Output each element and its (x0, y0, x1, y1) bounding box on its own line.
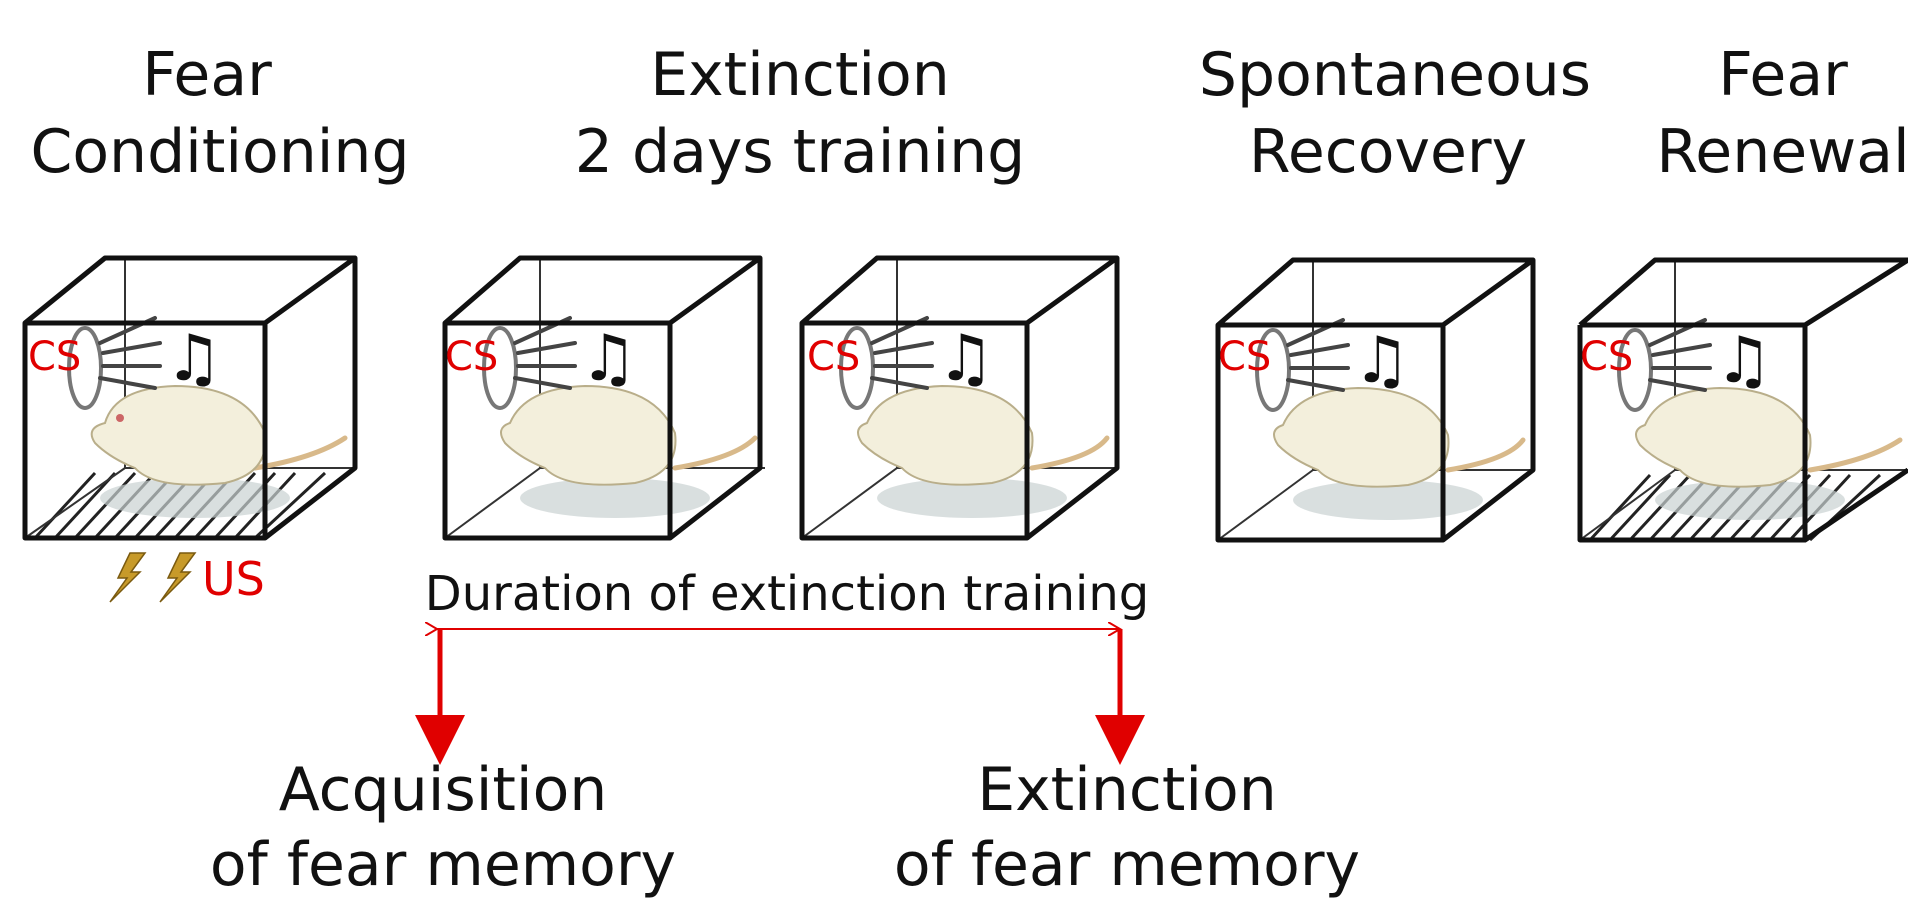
cs-label: CS (1580, 334, 1633, 380)
music-note-icon: ♫ (1715, 324, 1772, 398)
phase-title-fear-renewal-line1: Fear (1718, 40, 1848, 110)
chamber-fear-conditioning: ♫ CS (25, 258, 355, 538)
outcome-extinction-line2: of fear memory (894, 830, 1360, 900)
chamber-spontaneous-recovery: ♫ CS (1218, 260, 1533, 540)
phase-title-fear-conditioning-line2: Conditioning (30, 117, 409, 187)
music-note-icon: ♫ (165, 322, 222, 396)
chamber-extinction-day2: ♫ CS (802, 258, 1117, 538)
phase-title-spontaneous-recovery-line1: Spontaneous (1199, 40, 1591, 110)
lightning-bolt-icon (110, 553, 195, 602)
rat-illustration (1274, 388, 1449, 487)
phase-title-extinction-line2: 2 days training (575, 117, 1025, 187)
outcome-acquisition-line1: Acquisition (279, 755, 608, 825)
chamber-extinction-day1: ♫ CS (445, 258, 765, 538)
phase-title-fear-conditioning-line1: Fear (142, 40, 272, 110)
outcome-extinction-line1: Extinction (977, 755, 1277, 825)
rat-illustration (92, 386, 266, 485)
cs-label: CS (807, 334, 860, 380)
rat-illustration (501, 386, 676, 485)
cs-label: CS (445, 334, 498, 380)
music-note-icon: ♫ (1353, 324, 1410, 398)
phase-title-fear-renewal-line2: Renewal (1656, 117, 1908, 187)
outcome-acquisition-line2: of fear memory (210, 830, 676, 900)
music-note-icon: ♫ (580, 322, 637, 396)
cs-label: CS (28, 334, 81, 380)
duration-label: Duration of extinction training (425, 566, 1149, 622)
rat-illustration (1636, 388, 1811, 487)
us-label: US (202, 552, 265, 606)
phase-title-extinction-line1: Extinction (650, 40, 950, 110)
rat-illustration (858, 386, 1033, 485)
phase-title-spontaneous-recovery-line2: Recovery (1249, 117, 1527, 187)
music-note-icon: ♫ (937, 322, 994, 396)
cs-label: CS (1218, 334, 1271, 380)
chamber-fear-renewal: ♫ CS (1580, 260, 1908, 540)
